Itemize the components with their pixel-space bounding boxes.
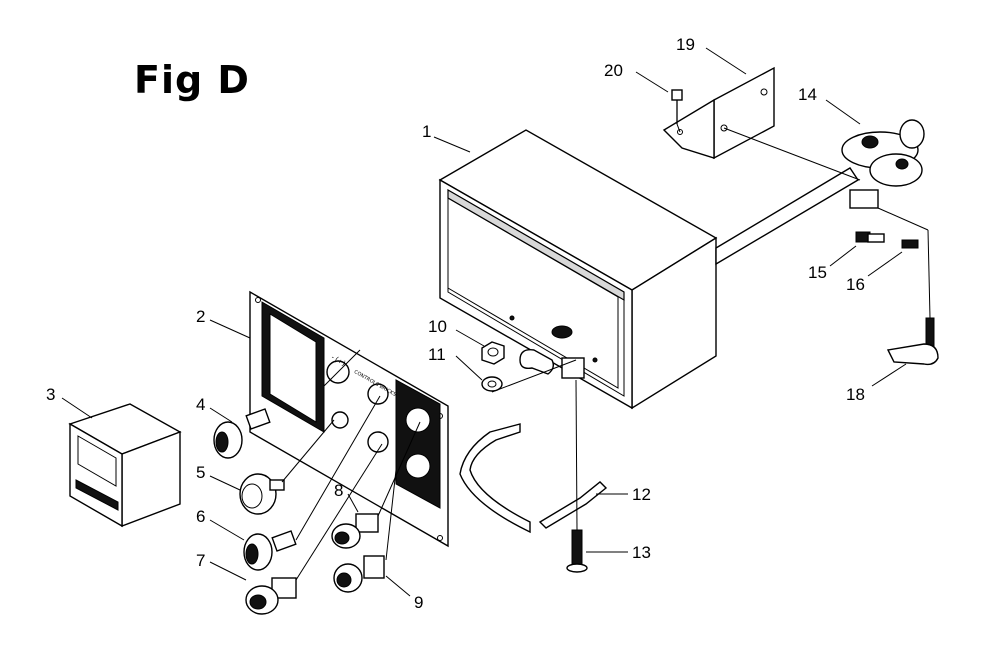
part-4-switch [213, 408, 271, 459]
part-13-bolt [566, 529, 588, 573]
part-9-switch [333, 555, 385, 593]
part-19-bracket [662, 66, 775, 160]
callout-12: 12 [632, 485, 651, 504]
part-14-arm [715, 119, 925, 266]
callout-13: 13 [632, 543, 651, 562]
callout-11: 11 [428, 345, 446, 364]
callout-5: 5 [196, 463, 205, 482]
figure-title: Fig D [134, 58, 250, 102]
leader-lines [61, 47, 931, 597]
callout-6: 6 [196, 507, 205, 526]
callout-7: 7 [196, 551, 205, 570]
part-11-washer [481, 376, 503, 392]
callout-20: 20 [604, 61, 623, 80]
part-6-switch [243, 530, 297, 571]
part-8-pilot-light [331, 513, 379, 549]
callout-14: 14 [798, 85, 817, 104]
part-3-controller [68, 403, 182, 528]
callout-18: 18 [846, 385, 865, 404]
part-18-clamp [886, 317, 939, 366]
part-5-knob [239, 473, 285, 515]
part-1-enclosure [438, 129, 718, 410]
callout-labels: 1 2 3 4 5 6 7 8 9 10 11 12 13 14 15 16 1… [46, 35, 865, 612]
callout-8: 8 [334, 481, 343, 500]
part-12-handle [459, 423, 608, 534]
part-16-screw [901, 239, 919, 249]
part-7-pilot-light [245, 577, 297, 615]
part-10-nut [481, 341, 505, 365]
callout-19: 19 [676, 35, 695, 54]
part-15-screw [855, 231, 885, 243]
part-20-screw [671, 89, 683, 124]
callout-4: 4 [196, 395, 205, 414]
callout-15: 15 [808, 263, 827, 282]
callout-3: 3 [46, 385, 55, 404]
callout-9: 9 [414, 593, 423, 612]
part-2-front-panel: -(+)- CONTROLS BRICKS [249, 290, 449, 548]
callout-16: 16 [846, 275, 865, 294]
callout-2: 2 [196, 307, 205, 326]
callout-10: 10 [428, 317, 447, 336]
callout-1: 1 [422, 122, 431, 141]
